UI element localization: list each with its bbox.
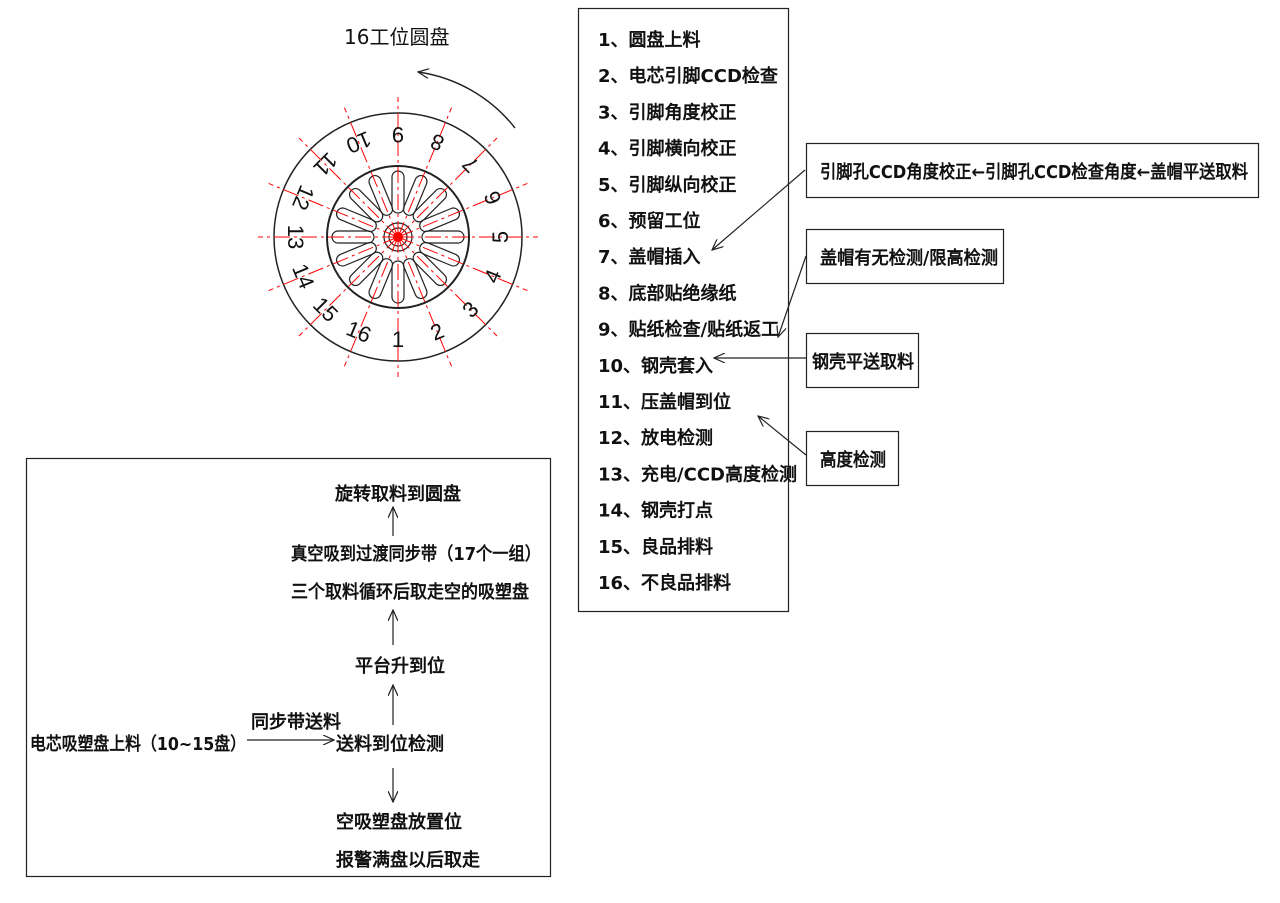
rotation-arrow (418, 72, 516, 129)
process-step: 3、引脚角度校正 (598, 101, 737, 123)
center-line (397, 236, 498, 337)
process-step: 16、不良品排料 (598, 572, 731, 594)
process-step: 11、压盖帽到位 (598, 391, 731, 413)
station-number: 9 (392, 122, 404, 147)
flow-belt: 同步带送料 (251, 711, 341, 733)
flow-empty-1: 空吸塑盘放置位 (336, 811, 462, 833)
station-number: 10 (343, 126, 375, 158)
process-step: 13、充电/CCD高度检测 (598, 463, 797, 485)
station-number: 14 (287, 260, 319, 292)
station-number: 16 (343, 315, 375, 347)
station-number: 4 (479, 266, 507, 287)
center-line (397, 107, 453, 238)
process-list-box (577, 7, 790, 613)
flow-detect: 送料到位检测 (335, 733, 444, 755)
station-number: 6 (479, 187, 507, 208)
station-number: 12 (287, 182, 319, 214)
center-line (397, 137, 498, 238)
disk-title: 16工位圆盘 (344, 25, 449, 49)
center-line (298, 236, 399, 337)
center-line (397, 236, 453, 367)
cap-feed-box (805, 142, 1260, 199)
process-step: 14、钢壳打点 (598, 500, 713, 522)
shell-feed-text: 钢壳平送取料 (812, 351, 914, 373)
arrow-sticker-check (778, 255, 807, 337)
center-line (268, 182, 399, 238)
process-step: 10、钢壳套入 (598, 355, 713, 377)
process-step: 15、良品排料 (598, 536, 713, 558)
station-number: 2 (427, 318, 448, 346)
process-step: 7、盖帽插入 (598, 246, 701, 268)
center-line (343, 236, 399, 367)
station-number: 1 (392, 327, 404, 352)
process-step: 6、预留工位 (598, 210, 701, 232)
process-step: 8、底部贴绝缘纸 (598, 282, 737, 304)
flow-platform: 平台升到位 (355, 655, 445, 677)
inner-circle (326, 165, 470, 309)
cap-feed-text: 引脚孔CCD角度校正←引脚孔CCD检查角度←盖帽平送取料 (820, 161, 1248, 183)
flow-vacuum-1: 真空吸到过渡同步带（17个一组） (291, 543, 541, 565)
center-line (397, 182, 528, 238)
process-step: 12、放电检测 (598, 427, 713, 449)
station-number: 13 (283, 225, 308, 249)
feed-flow-box (25, 457, 552, 878)
process-step: 1、圆盘上料 (598, 29, 701, 51)
flow-tray-load: 电芯吸塑盘上料（10~15盘） (30, 733, 246, 755)
station-number: 5 (488, 231, 513, 243)
center-line (343, 107, 399, 238)
process-step: 5、引脚纵向校正 (598, 174, 737, 196)
arrow-press-cap (758, 416, 807, 456)
height-check-box (805, 430, 900, 487)
shell-feed-box (805, 332, 920, 389)
arrow-cap-insert (712, 169, 806, 250)
station-number: 8 (427, 128, 448, 156)
flow-empty-2: 报警满盘以后取走 (336, 849, 480, 871)
center-line (397, 236, 528, 292)
process-step: 4、引脚横向校正 (598, 138, 737, 160)
flow-rotate: 旋转取料到圆盘 (334, 483, 461, 505)
flow-vacuum-2: 三个取料循环后取走空的吸塑盘 (291, 581, 529, 603)
cap-check-box (805, 228, 1005, 285)
height-check-text: 高度检测 (820, 449, 886, 471)
cap-check-text: 盖帽有无检测/限高检测 (820, 247, 998, 269)
process-step: 2、电芯引脚CCD检查 (598, 65, 778, 87)
process-step: 9、贴纸检查/贴纸返工 (598, 319, 779, 341)
center-line (268, 236, 399, 292)
center-line (298, 137, 399, 238)
